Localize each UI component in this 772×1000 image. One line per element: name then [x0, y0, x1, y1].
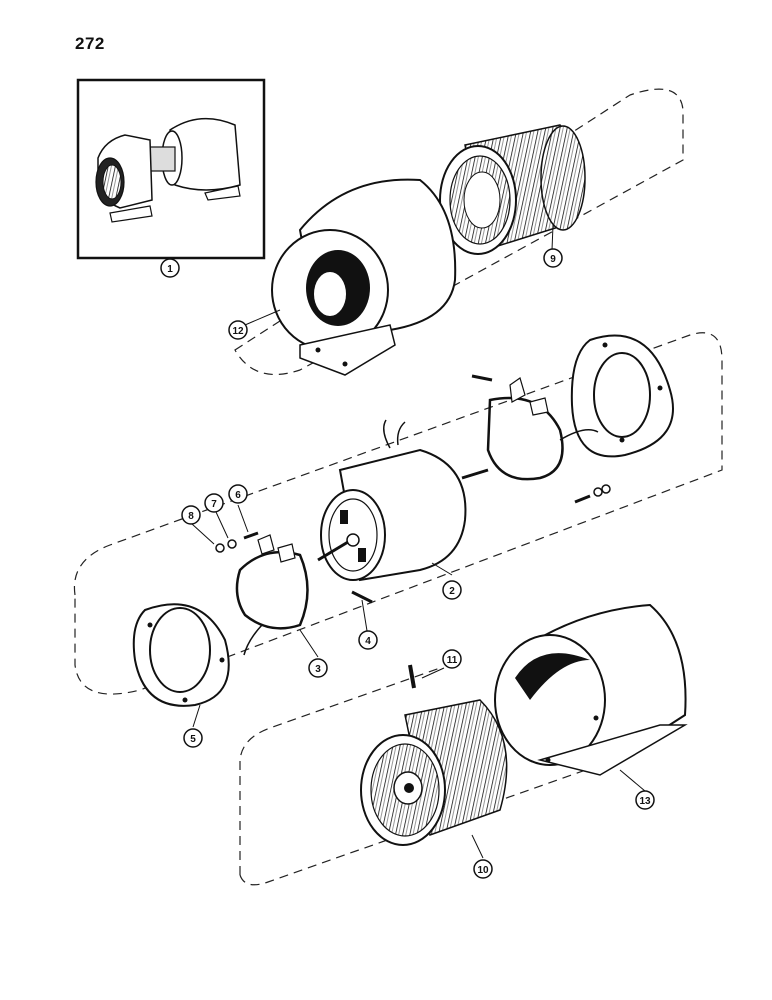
- svg-text:12: 12: [232, 326, 244, 337]
- callout-1: 1: [160, 258, 180, 278]
- callout-4: 4: [358, 630, 378, 650]
- svg-text:8: 8: [188, 511, 194, 522]
- middle-group-outline: [73, 332, 723, 695]
- svg-text:6: 6: [235, 490, 241, 501]
- svg-text:11: 11: [447, 655, 458, 666]
- callout-2: 2: [442, 580, 462, 600]
- svg-text:5: 5: [190, 734, 196, 745]
- lower-group-outline: [239, 667, 441, 875]
- blower-wheel-upper: [439, 124, 586, 255]
- callout-11: 11: [442, 649, 462, 669]
- callout-5: 5: [183, 728, 203, 748]
- svg-text:3: 3: [315, 664, 321, 675]
- svg-text:9: 9: [550, 254, 556, 265]
- callout-9: 9: [543, 248, 563, 268]
- svg-text:7: 7: [211, 499, 217, 510]
- set-screw: [408, 664, 416, 689]
- hardware-set-left: [215, 531, 259, 553]
- callout-7: 7: [204, 493, 224, 513]
- svg-text:1: 1: [167, 264, 173, 275]
- page-number: 272: [75, 34, 105, 53]
- mounting-plate-left: [132, 603, 230, 707]
- callout-12: 12: [228, 320, 248, 340]
- upper-group-outline: [234, 88, 684, 376]
- callout-6: 6: [228, 484, 248, 504]
- svg-text:10: 10: [477, 865, 489, 876]
- blower-housing-lower: [494, 603, 688, 776]
- inset-assembled-blower: [76, 78, 266, 260]
- blower-wheel-lower: [360, 699, 508, 846]
- mounting-plate-right: [570, 334, 674, 458]
- callout-3: 3: [308, 658, 328, 678]
- callout-8: 8: [181, 505, 201, 525]
- screw: [351, 590, 373, 604]
- motor-strap-left: [235, 534, 309, 656]
- svg-text:2: 2: [449, 586, 455, 597]
- blower-housing-upper: [271, 178, 457, 376]
- svg-text:13: 13: [639, 796, 651, 807]
- callout-10: 10: [473, 859, 493, 879]
- callout-13: 13: [635, 790, 655, 810]
- motor-strap-right: [471, 374, 611, 504]
- blower-motor: [317, 419, 489, 582]
- svg-text:4: 4: [365, 636, 371, 647]
- lower-group-outline-right: [239, 764, 601, 886]
